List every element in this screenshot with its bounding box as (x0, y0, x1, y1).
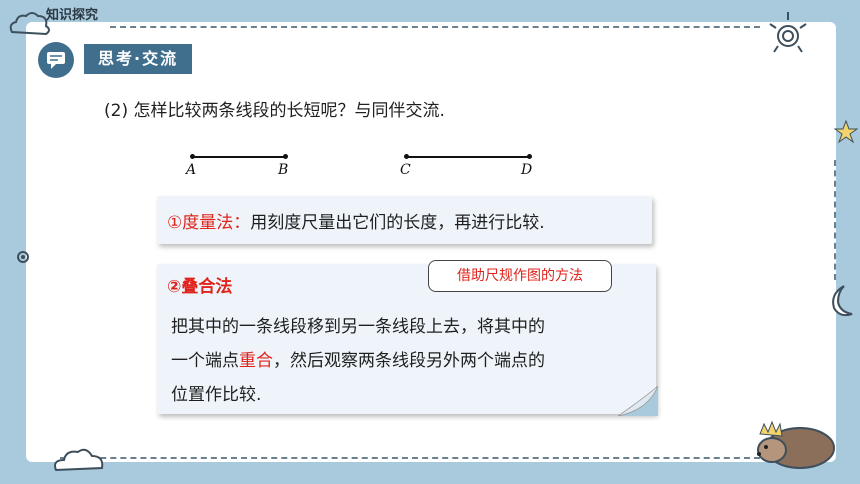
question-text: (2) 怎样比较两条线段的长短呢？与同伴交流. (104, 101, 445, 121)
point-c (404, 154, 409, 159)
dashed-border-top (110, 26, 760, 28)
callout-bubble: 借助尺规作图的方法 (428, 260, 612, 292)
method2-highlight: 重合 (239, 351, 273, 371)
method1-text: ①度量法：用刻度尺量出它们的长度，再进行比较. (167, 208, 545, 233)
hedgehog-icon (757, 420, 835, 469)
chat-bubble-icon (38, 42, 74, 78)
corner-title: 知识探究 (46, 8, 99, 23)
method1-description: 用刻度尺量出它们的长度，再进行比较. (250, 213, 545, 233)
cloud-icon (9, 12, 50, 36)
point-d (527, 154, 532, 159)
section-badge: 思考·交流 (38, 42, 198, 78)
method1-title: ①度量法： (167, 213, 251, 233)
page-curl-icon (618, 386, 658, 416)
spiral-icon (17, 251, 29, 263)
dashed-border-bottom (60, 457, 760, 459)
method2-line1: 把其中的一条线段移到另一条线段上去，将其中的 (171, 317, 545, 337)
moon-icon (832, 285, 853, 317)
point-b (283, 154, 288, 159)
method2-line2: 一个端点重合，然后观察两条线段另外两个端点的 (171, 346, 545, 371)
segment-ab (192, 156, 285, 158)
star-icon (834, 120, 858, 144)
method2-title: ②叠合法 (167, 277, 233, 297)
segment-cd (406, 156, 529, 158)
method2-line3: 位置作比较. (171, 385, 262, 405)
point-a (190, 154, 195, 159)
label-c: C (400, 162, 411, 178)
method1-box: ①度量法：用刻度尺量出它们的长度，再进行比较. (157, 196, 652, 244)
label-d: D (521, 162, 533, 178)
label-b: B (278, 162, 289, 178)
section-badge-label: 思考·交流 (84, 44, 193, 74)
method2-line2-part2: ，然后观察两条线段另外两个端点的 (273, 351, 545, 371)
method2-line2-part1: 一个端点 (171, 351, 239, 371)
dashed-border-right (834, 160, 836, 280)
cloud-icon (54, 448, 104, 472)
sun-spiral-icon (769, 12, 807, 53)
label-a: A (186, 162, 197, 178)
